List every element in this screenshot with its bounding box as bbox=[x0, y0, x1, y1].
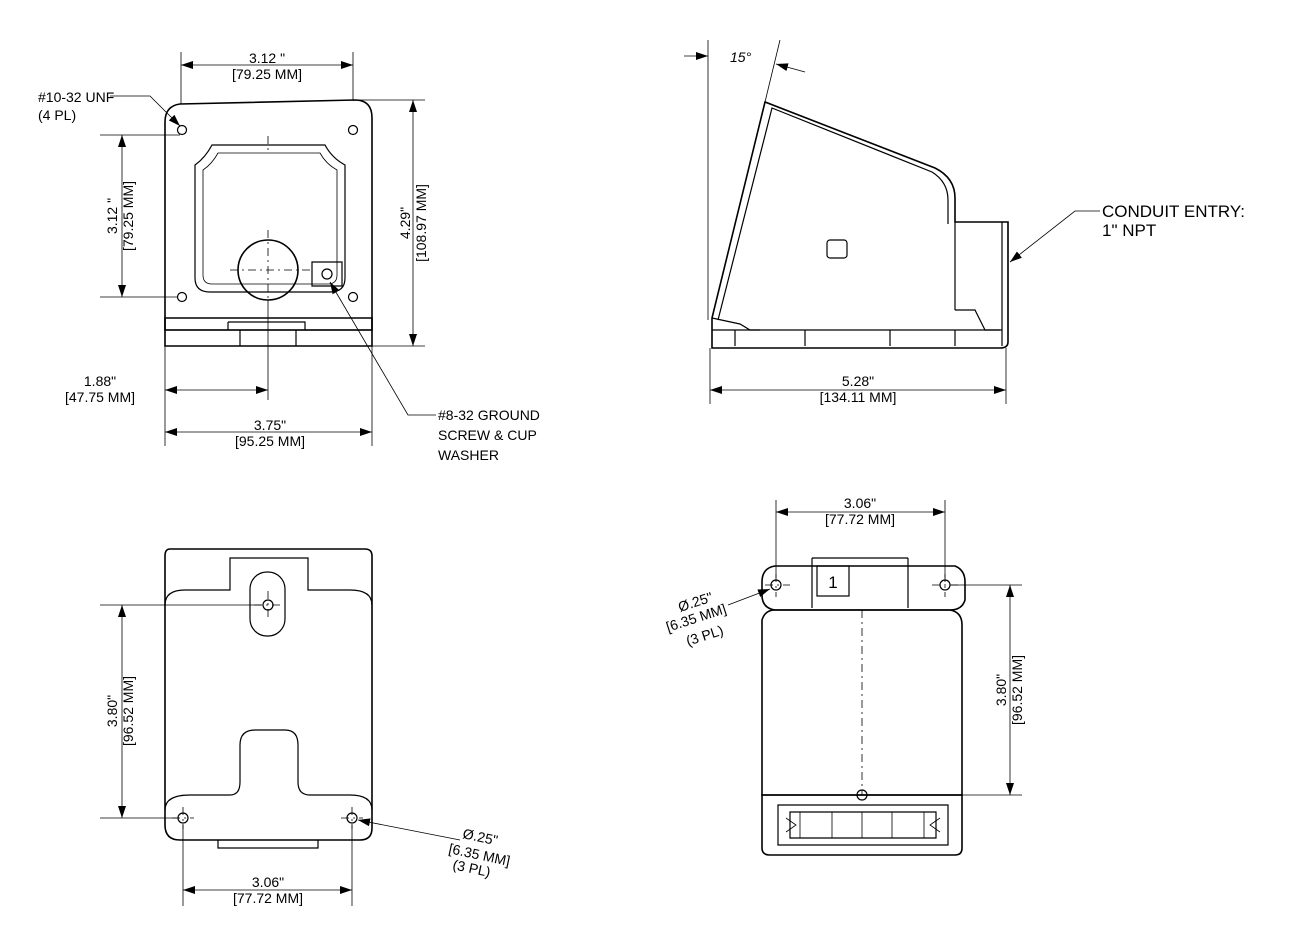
side-length-label: 5.28" bbox=[842, 373, 874, 389]
ground-screw-line3: WASHER bbox=[438, 447, 499, 463]
ground-screw-line2: SCREW & CUP bbox=[438, 427, 537, 443]
front-mount-hole-icon bbox=[347, 124, 359, 136]
bottom-dimensions: 3.80" [96.52 MM] Ø.25" [6.35 MM] (3 PL) … bbox=[100, 604, 512, 906]
front-hole-vertical-mm-label: [79.25 MM] bbox=[120, 181, 136, 251]
bottom-view bbox=[164, 548, 373, 849]
front-center-offset-mm-label: [47.75 MM] bbox=[65, 389, 135, 405]
front-mount-hole-icon bbox=[347, 291, 359, 303]
bottom-vertical-label: 3.80" bbox=[104, 695, 120, 727]
front-width-mm-label: [95.25 MM] bbox=[235, 433, 305, 449]
front-center-offset-label: 1.88" bbox=[84, 373, 116, 389]
front-body-outline bbox=[164, 99, 373, 331]
front-top-width-mm-label: [79.25 MM] bbox=[232, 66, 302, 82]
bottom-body-outline bbox=[164, 548, 373, 841]
front-mount-hole-icon bbox=[176, 124, 188, 136]
rear-label-box bbox=[816, 565, 850, 597]
rear-horizontal-label: 3.06" bbox=[844, 495, 876, 511]
conduit-line2: 1" NPT bbox=[1102, 221, 1156, 240]
bottom-hole-diameter-label: Ø.25" bbox=[461, 825, 499, 848]
rear-flange bbox=[761, 565, 966, 611]
rear-vertical-mm-label: [96.52 MM] bbox=[1009, 655, 1025, 725]
front-view bbox=[164, 99, 373, 347]
side-body-outline bbox=[711, 100, 1009, 349]
front-hole-size-label: #10-32 UNF bbox=[38, 89, 114, 105]
bottom-hole-count-label: (3 PL) bbox=[451, 856, 492, 880]
rear-hole-icon bbox=[856, 789, 868, 801]
side-length-mm-label: [134.11 MM] bbox=[820, 389, 897, 405]
rear-horizontal-mm-label: [77.72 MM] bbox=[825, 511, 895, 527]
side-angle-label: 15° bbox=[730, 49, 752, 65]
rear-bottom-box bbox=[761, 794, 963, 856]
ground-screw-icon bbox=[321, 268, 333, 280]
rear-vertical-label: 3.80" bbox=[993, 674, 1009, 706]
front-top-width-label: 3.12 " bbox=[249, 50, 285, 66]
front-width-label: 3.75" bbox=[254, 417, 286, 433]
ground-screw-line1: #8-32 GROUND bbox=[438, 407, 540, 423]
side-indicator-icon bbox=[826, 239, 848, 259]
rear-body-outline bbox=[761, 609, 963, 796]
front-base-tab bbox=[227, 321, 306, 346]
bottom-horizontal-label: 3.06" bbox=[252, 874, 284, 890]
rear-label-number: 1 bbox=[828, 573, 837, 592]
front-hole-vertical-label: 3.12 " bbox=[104, 198, 120, 234]
side-dimensions: 15° CONDUIT ENTRY: 1" NPT 5.28" [134.11 … bbox=[684, 39, 1245, 405]
front-dimensions: 3.12 " [79.25 MM] #10-32 UNF (4 PL) 3.12… bbox=[38, 50, 540, 463]
front-mount-hole-icon bbox=[176, 291, 188, 303]
front-height-label: 4.29" bbox=[397, 207, 413, 239]
rear-dimensions: 3.06" [77.72 MM] Ø.25" [6.35 MM] (3 PL) … bbox=[664, 495, 1025, 796]
bottom-horizontal-mm-label: [77.72 MM] bbox=[233, 890, 303, 906]
front-height-mm-label: [108.97 MM] bbox=[413, 184, 429, 262]
bottom-vertical-mm-label: [96.52 MM] bbox=[120, 676, 136, 746]
rear-view: 1 bbox=[761, 557, 966, 856]
conduit-line1: CONDUIT ENTRY: bbox=[1102, 202, 1245, 221]
bottom-slot bbox=[249, 571, 286, 637]
ground-cup bbox=[311, 261, 343, 287]
front-hole-count-label: (4 PL) bbox=[38, 107, 76, 123]
side-view bbox=[711, 100, 1009, 349]
